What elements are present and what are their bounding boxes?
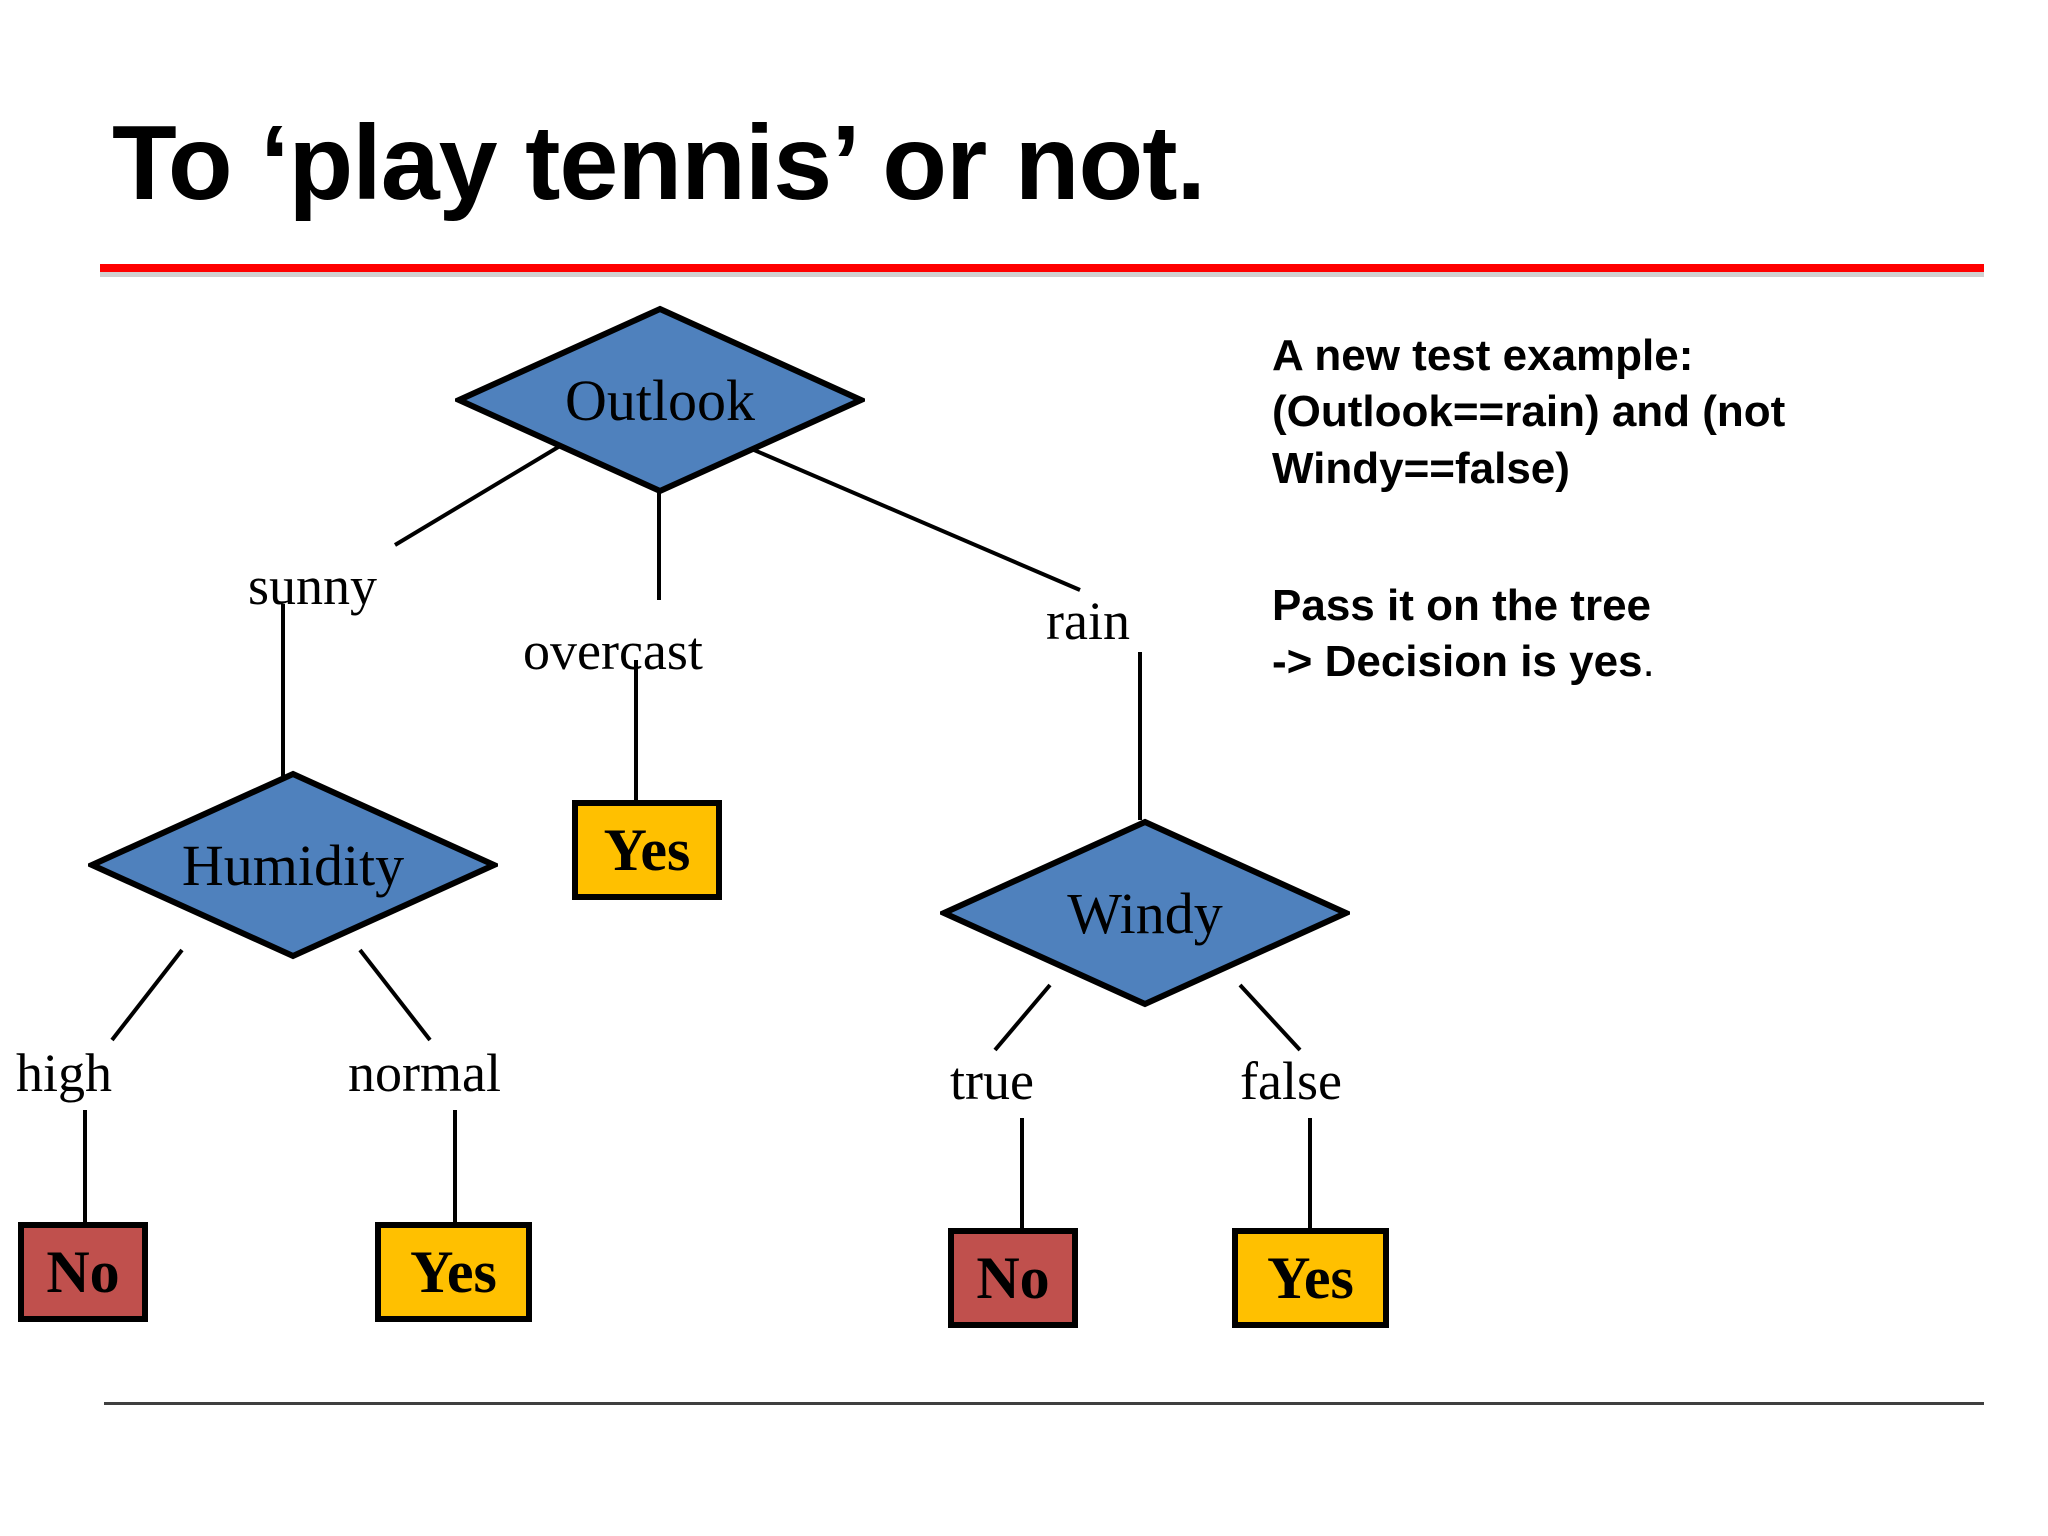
title-underline-rule	[100, 264, 1984, 272]
leaf-node-humidity-normal-yes-label: Yes	[410, 1238, 497, 1305]
note-conclusion-line-2-text: -> Decision is yes	[1272, 637, 1643, 687]
note-test-example-line-1: A new test example:	[1272, 331, 1694, 380]
leaf-node-windy-true-no[interactable]: No	[948, 1228, 1078, 1328]
note-test-example: A new test example: (Outlook==rain) and …	[1272, 328, 1952, 497]
leaf-node-humidity-high-no[interactable]: No	[18, 1222, 148, 1322]
leaf-node-overcast-yes-label: Yes	[603, 816, 691, 883]
note-conclusion-period: .	[1642, 637, 1655, 687]
edge-label-rain: rain	[1046, 591, 1130, 651]
leaf-node-windy-true-no-label: No	[976, 1244, 1050, 1311]
note-conclusion-line-1: Pass it on the tree	[1272, 581, 1652, 630]
edge-label-high: high	[16, 1043, 113, 1103]
diamond-shape	[455, 305, 865, 495]
edge-label-normal: normal	[348, 1043, 501, 1103]
edge-label-overcast: overcast	[523, 621, 703, 681]
edge-label-sunny: sunny	[248, 556, 378, 616]
diamond-shape	[940, 818, 1350, 1008]
leaf-node-humidity-normal-yes[interactable]: Yes	[375, 1222, 532, 1322]
note-test-example-line-2: (Outlook==rain) and (not	[1272, 387, 1786, 437]
edge-label-true: true	[950, 1051, 1034, 1111]
leaf-node-overcast-yes[interactable]: Yes	[572, 800, 722, 900]
leaf-node-windy-false-yes[interactable]: Yes	[1232, 1228, 1389, 1328]
decision-node-windy[interactable]: Windy	[940, 818, 1350, 1008]
note-conclusion: Pass it on the tree -> Decision is yes.	[1272, 578, 1952, 691]
note-conclusion-line-2: -> Decision is yes.	[1272, 634, 1952, 690]
page-title: To ‘play tennis’ or not.	[112, 104, 1206, 222]
edge-label-false: false	[1240, 1051, 1342, 1111]
note-test-example-line-3: Windy==false)	[1272, 443, 1570, 493]
footer-rule	[104, 1402, 1984, 1405]
leaf-node-humidity-high-no-label: No	[46, 1238, 120, 1305]
leaf-node-windy-false-yes-label: Yes	[1267, 1244, 1354, 1311]
diamond-shape	[88, 770, 498, 960]
decision-node-humidity[interactable]: Humidity	[88, 770, 498, 960]
decision-node-outlook[interactable]: Outlook	[455, 305, 865, 495]
